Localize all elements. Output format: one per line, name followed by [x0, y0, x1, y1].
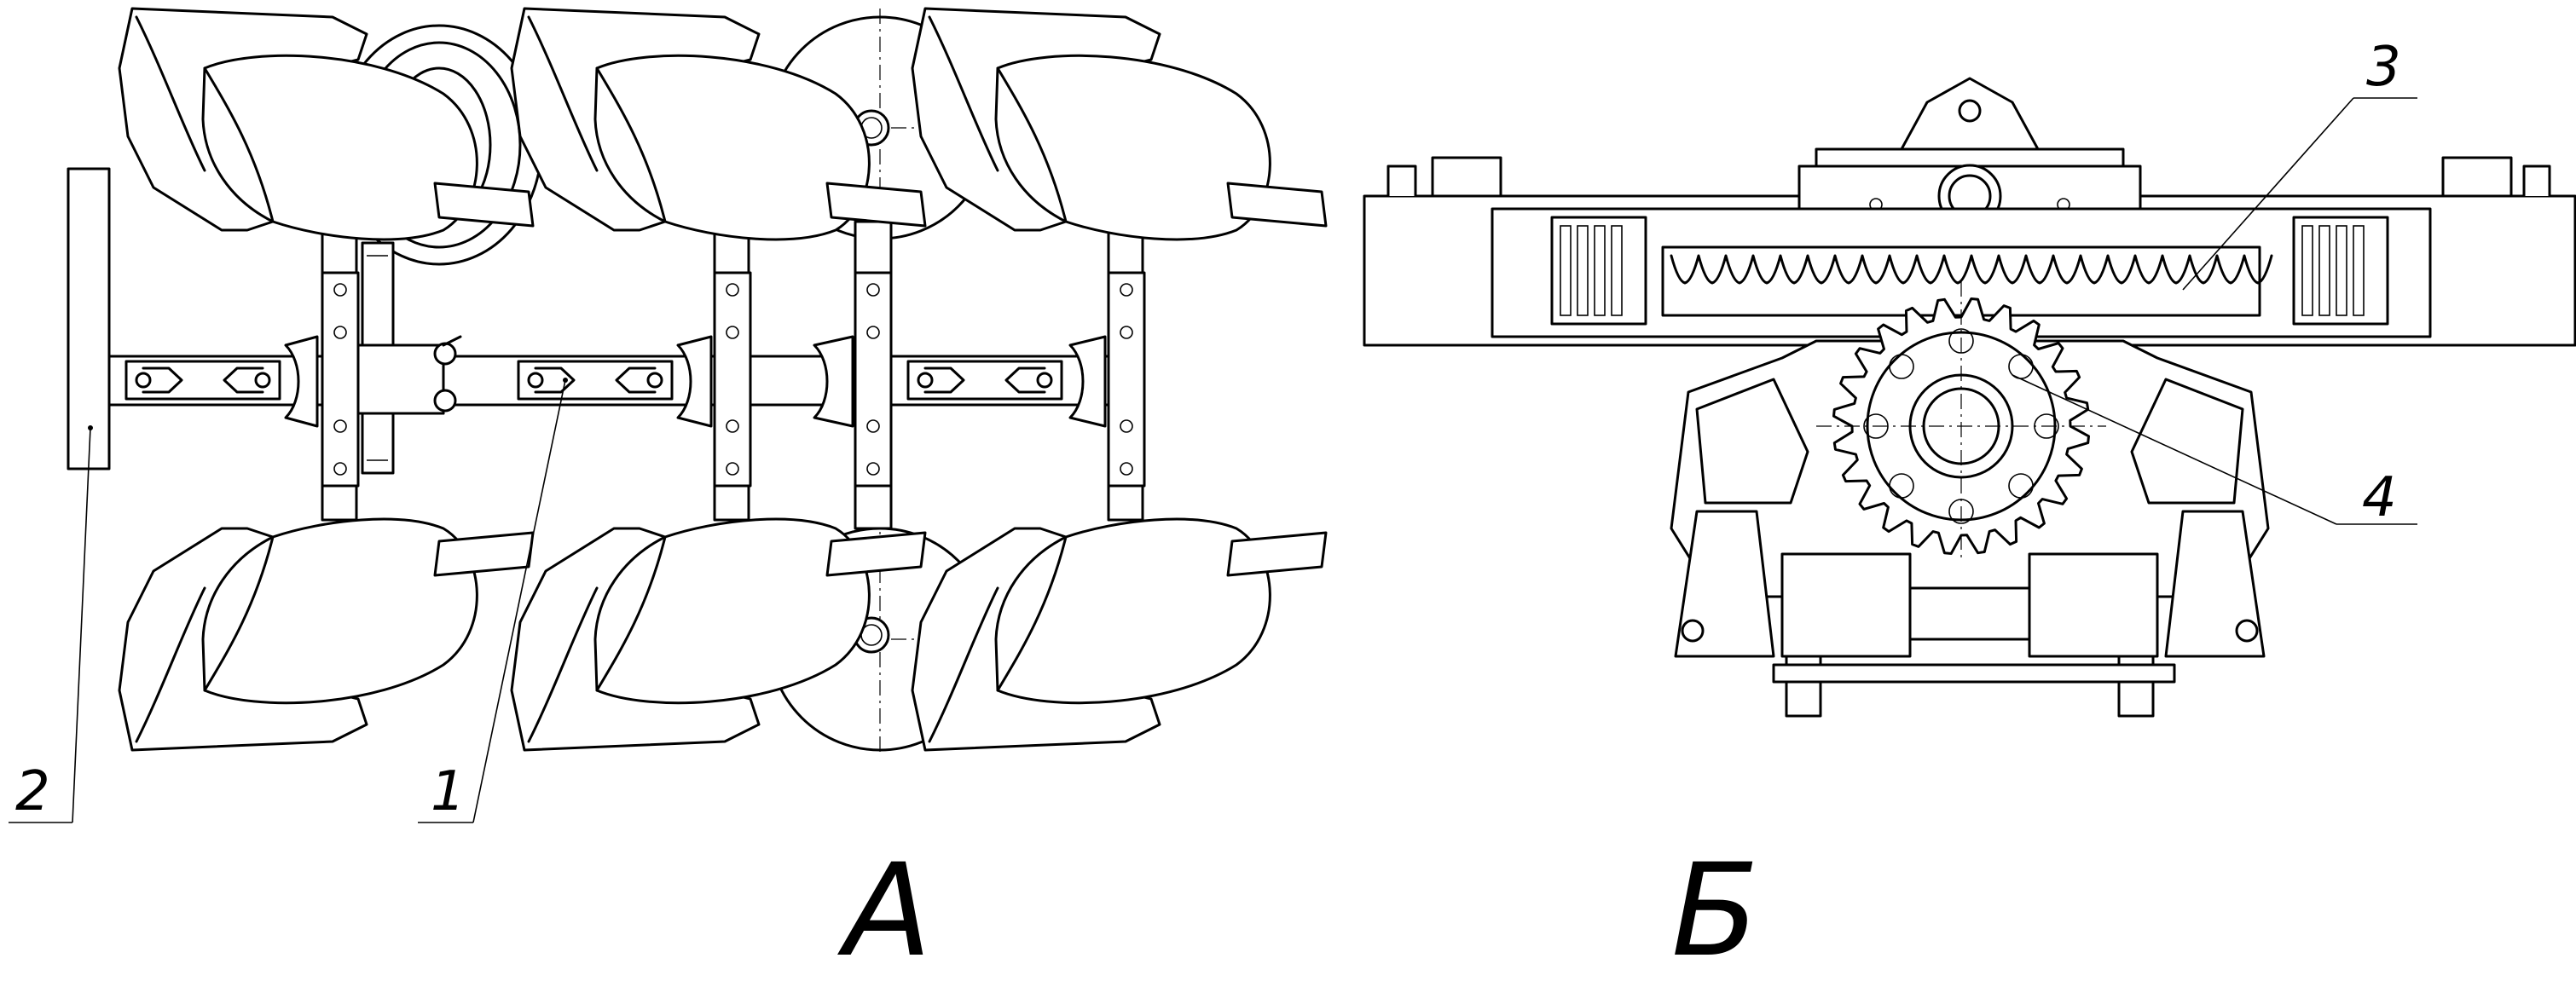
vent-grille	[2292, 216, 2389, 326]
shackle	[517, 360, 674, 401]
cross-plate	[284, 271, 360, 488]
callout-1: 1	[418, 379, 566, 823]
gear-wheel	[1816, 281, 2106, 563]
vent-grille	[1550, 216, 1647, 326]
cross-plate	[813, 271, 893, 488]
front-crossbar	[67, 167, 111, 470]
callout-label: 2	[15, 760, 50, 823]
callout-label: 3	[2366, 36, 2401, 99]
plough-top-view	[67, 7, 1328, 754]
shackle	[124, 360, 281, 401]
callout-label: 4	[2362, 466, 2397, 529]
shackle	[906, 360, 1063, 401]
plough-body	[118, 517, 535, 752]
callout-3: 3	[2182, 36, 2417, 291]
mechanism-view	[1363, 77, 2576, 718]
callout-label: 1	[431, 760, 466, 823]
main-drawbar	[107, 335, 1144, 415]
cross-plate	[676, 271, 752, 488]
callout-4: 4	[2012, 374, 2417, 529]
view-label-a: А	[837, 837, 932, 985]
lower-housing	[1670, 339, 2270, 718]
plough-body	[911, 517, 1328, 752]
cross-plate	[1068, 271, 1146, 488]
plough-body	[911, 7, 1328, 241]
view-label-b: Б	[1671, 837, 1759, 985]
callout-2: 2	[9, 427, 91, 823]
